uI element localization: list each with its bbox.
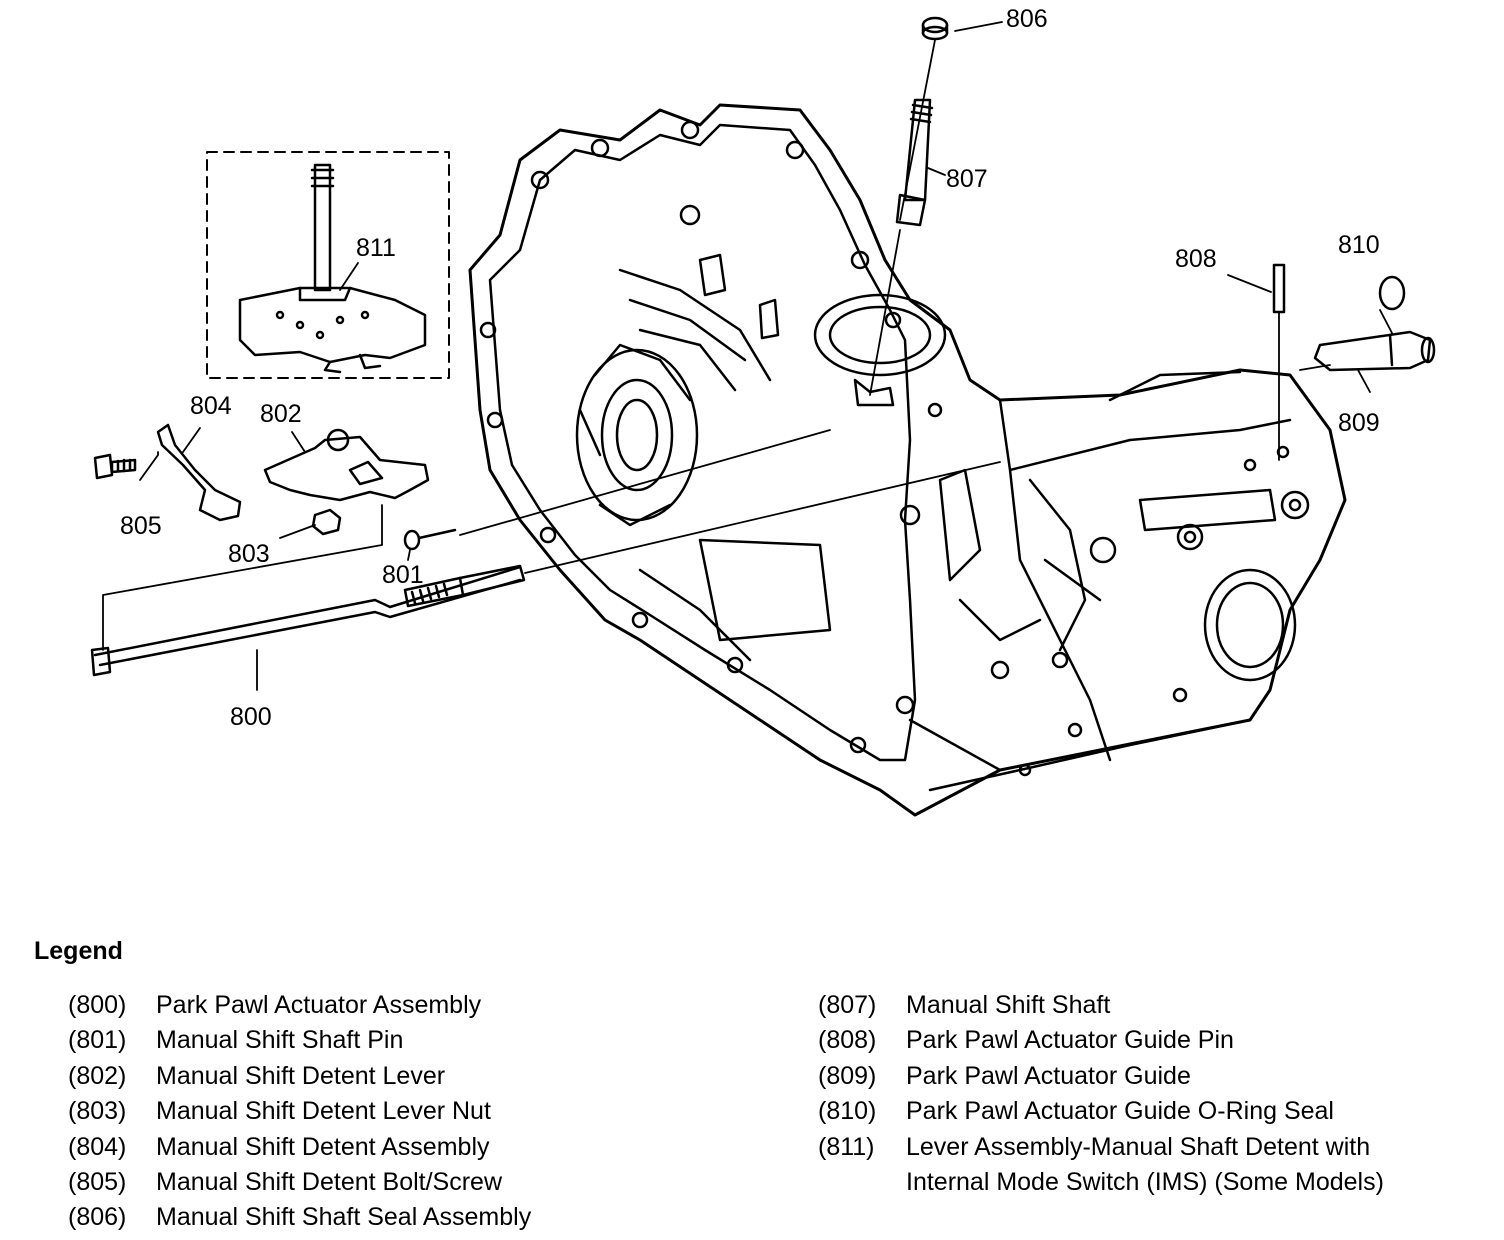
legend-item-number: (811) [818, 1132, 875, 1161]
legend-item: (810) Park Pawl Actuator Guide O-Ring Se… [818, 1094, 1384, 1129]
legend-item-number: (805) [68, 1168, 127, 1197]
legend-item-number: (802) [68, 1061, 127, 1090]
callout-804: 804 [190, 392, 232, 420]
callout-806: 806 [1006, 5, 1048, 33]
callout-808: 808 [1175, 245, 1217, 273]
callout-803: 803 [228, 540, 270, 568]
legend-title: Legend [34, 937, 123, 965]
callout-807: 807 [946, 165, 988, 193]
guide-pin [1272, 263, 1286, 314]
callout-811: 811 [356, 234, 396, 262]
legend-column-right: (807) Manual Shift Shaft (808) Park Pawl… [818, 988, 1384, 1200]
legend-item: (806) Manual Shift Shaft Seal Assembly [68, 1200, 531, 1235]
legend-item: (804) Manual Shift Detent Assembly [68, 1130, 531, 1165]
legend-item-text: Manual Shift Detent Lever Nut [156, 1097, 491, 1126]
legend-item-text: Manual Shift Shaft Seal Assembly [156, 1203, 532, 1232]
legend-item-number: (801) [68, 1026, 127, 1055]
detent-bolt [93, 453, 137, 480]
callout-800: 800 [230, 703, 272, 731]
legend-item-text: Park Pawl Actuator Guide [906, 1061, 1191, 1090]
lever-assembly-ims [238, 163, 427, 374]
callout-809: 809 [1338, 409, 1380, 437]
legend-item-text: Park Pawl Actuator Guide Pin [906, 1026, 1234, 1055]
legend-item-text: Manual Shift Detent Lever [156, 1061, 446, 1090]
guide-o-ring-seal [1378, 275, 1406, 311]
detent-spring [156, 423, 242, 522]
legend-item-text: Park Pawl Actuator Guide O-Ring Seal [906, 1097, 1334, 1126]
legend-item: (803) Manual Shift Detent Lever Nut [68, 1094, 531, 1129]
legend-item-text: Lever Assembly-Manual Shaft Detent with … [906, 1130, 1384, 1201]
callout-810: 810 [1338, 231, 1380, 259]
legend-item-number: (804) [68, 1132, 127, 1161]
legend-item-number: (808) [818, 1026, 877, 1055]
legend-item-text: Manual Shift Shaft Pin [156, 1026, 404, 1055]
legend-item: (807) Manual Shift Shaft [818, 988, 1384, 1023]
legend-item-text: Manual Shift Detent Bolt/Screw [156, 1168, 502, 1197]
detent-lever-nut [311, 508, 342, 536]
callout-805: 805 [120, 512, 162, 540]
detent-lever [263, 428, 430, 502]
callout-802: 802 [260, 400, 302, 428]
park-pawl-actuator-rod [90, 564, 526, 677]
shift-shaft-pin [403, 528, 457, 551]
legend-item: (800) Park Pawl Actuator Assembly [68, 988, 531, 1023]
legend-item: (801) Manual Shift Shaft Pin [68, 1023, 531, 1058]
exploded-view-diagram: 806 807 808 810 809 811 804 802 805 803 … [90, 5, 1436, 817]
transmission-case [468, 103, 1347, 817]
legend-item: (808) Park Pawl Actuator Guide Pin [818, 1023, 1384, 1058]
legend-item-number: (807) [818, 991, 877, 1019]
legend-item-text: Manual Shift Detent Assembly [156, 1132, 490, 1161]
legend-item-number: (803) [68, 1097, 127, 1126]
legend-item-text: Manual Shift Shaft [906, 991, 1111, 1019]
legend-item-number: (809) [818, 1061, 877, 1090]
legend-item-text: Park Pawl Actuator Assembly [156, 991, 482, 1019]
shift-shaft-and-seal [895, 16, 949, 227]
legend-column-left: (800) Park Pawl Actuator Assembly (801) … [68, 988, 531, 1236]
legend-item-number: (810) [818, 1097, 877, 1126]
legend-item: (811) Lever Assembly-Manual Shaft Detent… [818, 1130, 1384, 1201]
legend-item-number: (800) [68, 991, 127, 1019]
legend-item: (805) Manual Shift Detent Bolt/Screw [68, 1165, 531, 1200]
legend-item-text-line: Internal Mode Switch (IMS) (Some Models) [906, 1168, 1384, 1197]
actuator-guide [1313, 330, 1436, 372]
legend-item-number: (806) [68, 1203, 127, 1232]
callout-801: 801 [382, 561, 424, 589]
legend-item-text-line: Lever Assembly-Manual Shaft Detent with [906, 1132, 1371, 1161]
legend-item: (809) Park Pawl Actuator Guide [818, 1059, 1384, 1094]
legend-item: (802) Manual Shift Detent Lever [68, 1059, 531, 1094]
